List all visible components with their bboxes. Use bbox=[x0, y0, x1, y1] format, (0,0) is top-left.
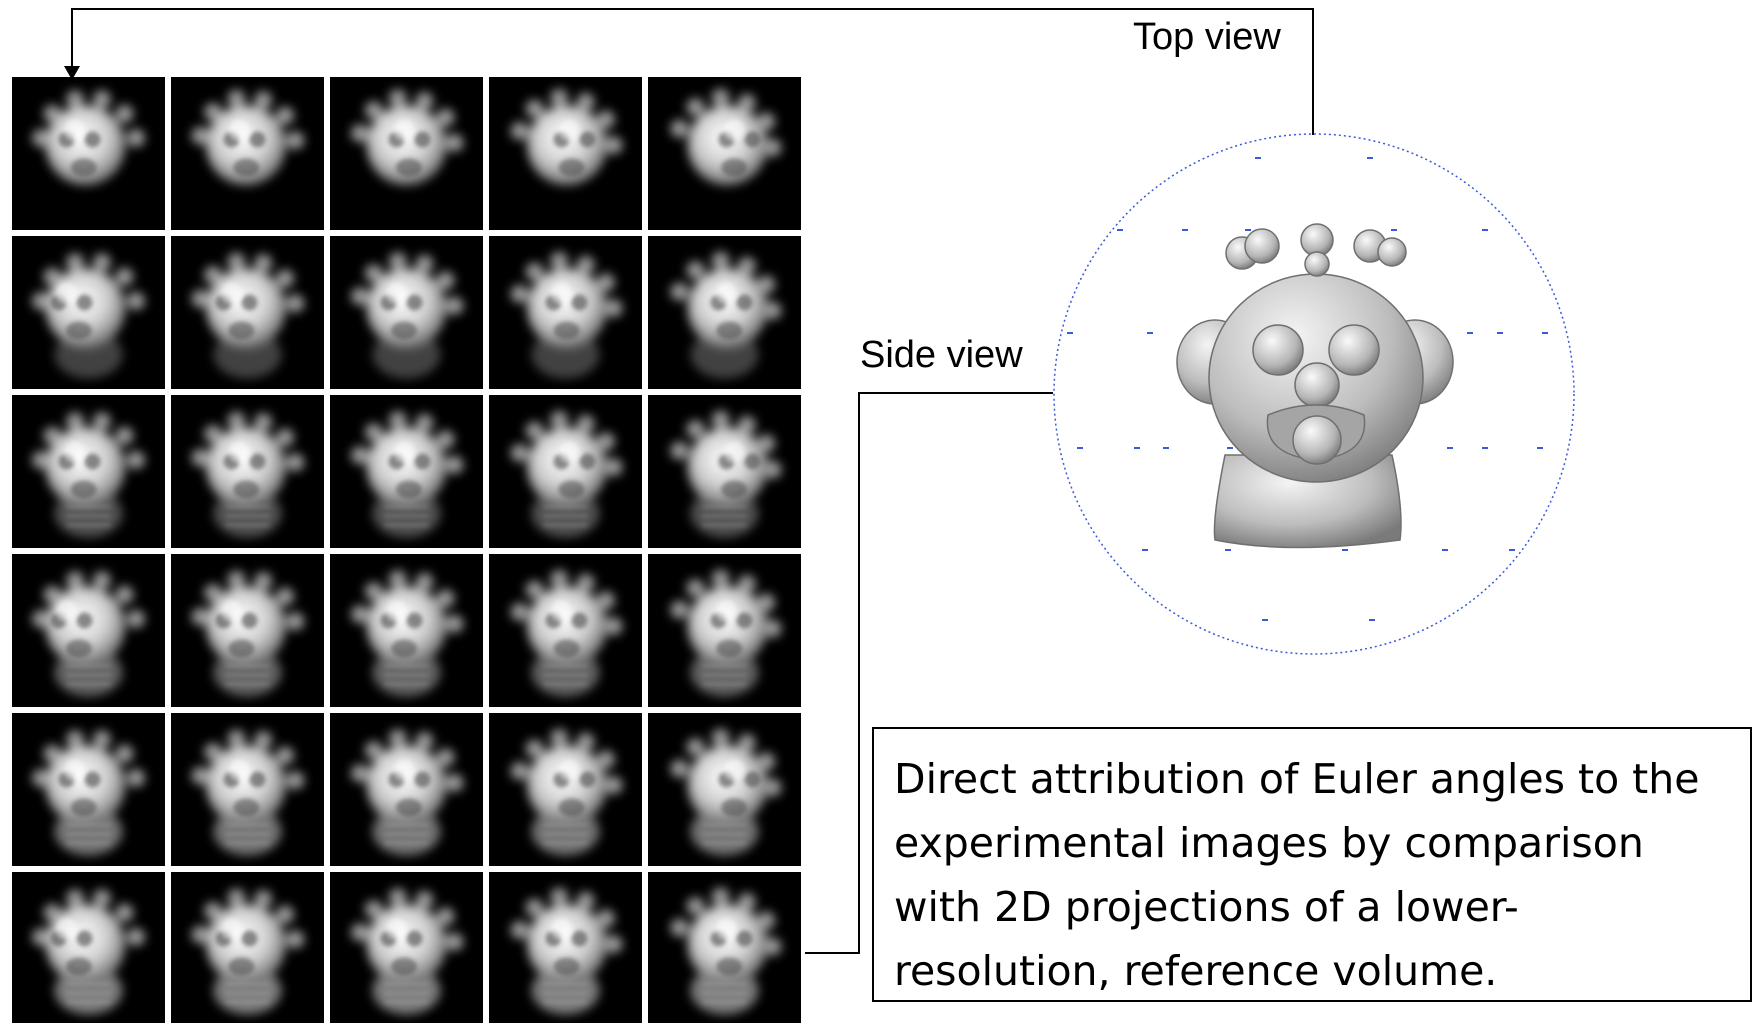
euler-marker bbox=[1142, 549, 1148, 551]
projection-tile bbox=[330, 395, 483, 548]
projection-tile bbox=[12, 554, 165, 707]
projection-image bbox=[351, 252, 464, 379]
euler-marker bbox=[1367, 157, 1373, 159]
euler-marker bbox=[1342, 549, 1348, 551]
euler-marker bbox=[1391, 229, 1397, 231]
projection-tile bbox=[171, 872, 324, 1023]
euler-marker bbox=[1497, 332, 1503, 334]
projection-image bbox=[510, 88, 623, 186]
euler-marker bbox=[1245, 229, 1251, 231]
euler-marker bbox=[1163, 447, 1169, 449]
reference-volume bbox=[1053, 133, 1575, 655]
euler-marker bbox=[1077, 447, 1083, 449]
projection-tile bbox=[489, 554, 642, 707]
projection-image bbox=[670, 251, 782, 379]
euler-marker bbox=[1447, 447, 1453, 449]
side-view-connector bbox=[805, 392, 1053, 954]
top-view-label: Top view bbox=[1133, 16, 1281, 58]
projection-tile bbox=[12, 872, 165, 1023]
euler-marker bbox=[1262, 619, 1268, 621]
projection-tile bbox=[330, 236, 483, 389]
projection-tile bbox=[489, 77, 642, 230]
projection-tile bbox=[330, 77, 483, 230]
euler-marker bbox=[1227, 447, 1233, 449]
projection-image bbox=[510, 251, 623, 379]
projection-image bbox=[351, 570, 464, 697]
top-view-connector bbox=[71, 8, 1314, 135]
projection-tile bbox=[489, 395, 642, 548]
euler-marker bbox=[1134, 447, 1140, 449]
projection-tile bbox=[489, 872, 642, 1023]
projection-tile bbox=[171, 236, 324, 389]
euler-marker bbox=[1369, 619, 1375, 621]
projection-image bbox=[351, 89, 464, 186]
projection-tile bbox=[12, 236, 165, 389]
caption-box: Direct attribution of Euler angles to th… bbox=[872, 727, 1752, 1002]
projection-tile bbox=[648, 395, 801, 548]
side-view-label: Side view bbox=[860, 334, 1023, 376]
projection-tile bbox=[330, 554, 483, 707]
projection-grid bbox=[12, 77, 801, 1023]
projection-tile bbox=[171, 77, 324, 230]
euler-marker bbox=[1117, 229, 1123, 231]
projection-tile bbox=[330, 713, 483, 866]
projection-tile bbox=[330, 872, 483, 1023]
euler-marker bbox=[1225, 549, 1231, 551]
euler-marker bbox=[1442, 549, 1448, 551]
projection-tile bbox=[648, 713, 801, 866]
euler-marker bbox=[1482, 229, 1488, 231]
projection-tile bbox=[489, 236, 642, 389]
euler-marker bbox=[1182, 229, 1188, 231]
projection-tile bbox=[171, 713, 324, 866]
volume-surface bbox=[1176, 223, 1454, 549]
euler-marker bbox=[1147, 332, 1153, 334]
projection-tile bbox=[648, 77, 801, 230]
euler-marker bbox=[1467, 332, 1473, 334]
euler-marker bbox=[1067, 332, 1073, 334]
projection-tile bbox=[648, 236, 801, 389]
euler-marker bbox=[1255, 157, 1261, 159]
projection-image bbox=[191, 89, 305, 186]
projection-tile bbox=[489, 713, 642, 866]
projection-tile bbox=[171, 554, 324, 707]
projection-tile bbox=[648, 554, 801, 707]
projection-tile bbox=[12, 713, 165, 866]
euler-marker bbox=[1509, 549, 1515, 551]
projection-tile bbox=[648, 872, 801, 1023]
caption-text: Direct attribution of Euler angles to th… bbox=[894, 755, 1700, 995]
projection-tile bbox=[171, 395, 324, 548]
projection-image bbox=[351, 888, 464, 1015]
euler-marker bbox=[1537, 447, 1543, 449]
projection-tile bbox=[12, 77, 165, 230]
projection-sphere bbox=[1053, 133, 1575, 655]
projection-tile bbox=[12, 395, 165, 548]
arrowhead-icon bbox=[64, 66, 80, 80]
euler-marker bbox=[1542, 332, 1548, 334]
euler-marker bbox=[1482, 447, 1488, 449]
